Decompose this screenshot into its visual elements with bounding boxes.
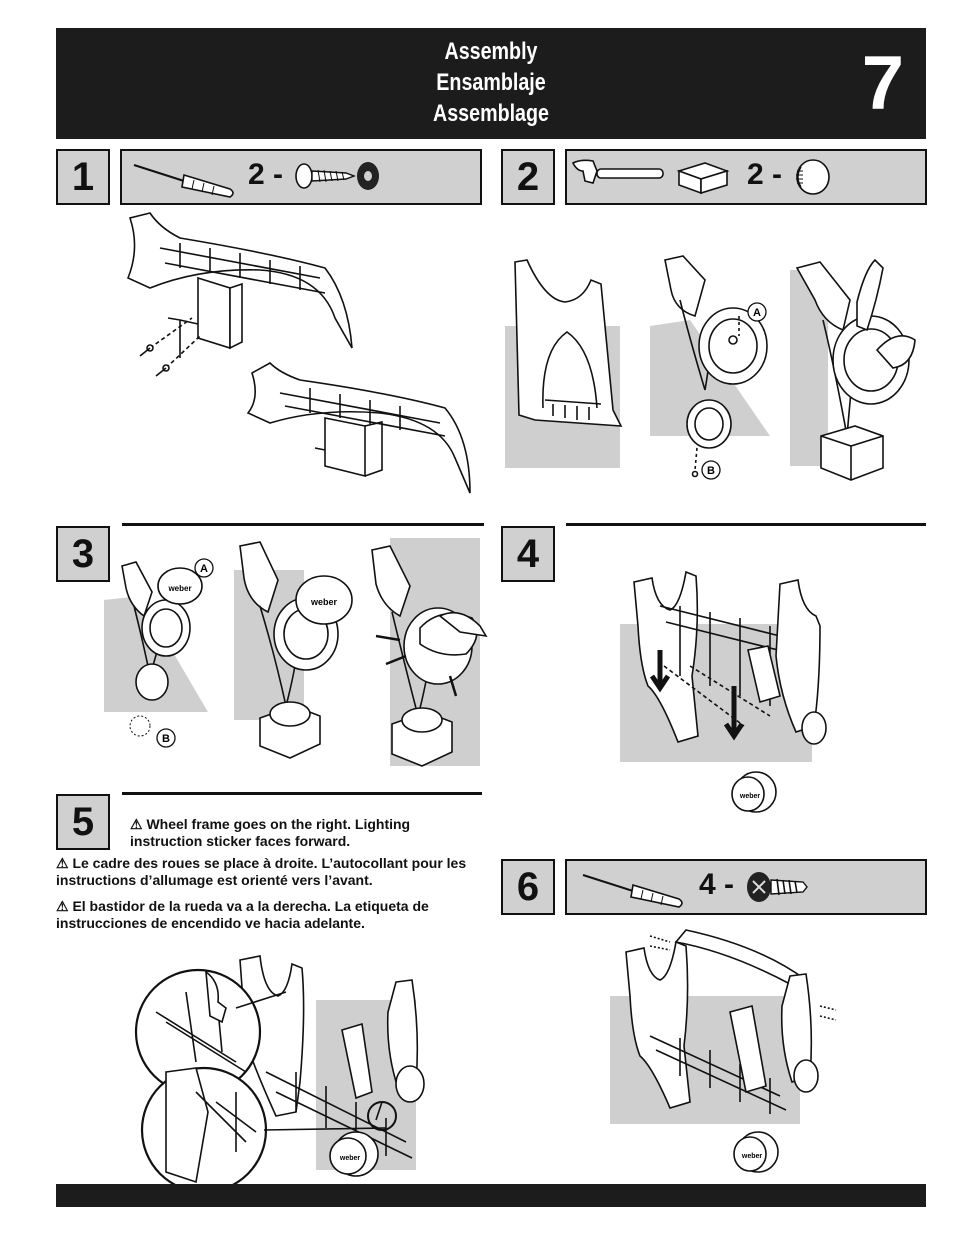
step-1-illustration — [126, 212, 471, 494]
step-1-number: 1 — [56, 149, 110, 205]
screw-icon — [295, 163, 356, 189]
step-5-note-spanish: ⚠ El bastidor de la rueda va a la derech… — [56, 898, 429, 931]
washer-icon — [357, 162, 379, 190]
svg-text:A: A — [200, 563, 208, 575]
step-6-illustration: weber — [610, 929, 837, 1173]
brand-logo: weber — [741, 1153, 763, 1160]
step-5-note-english: ⚠ Wheel frame goes on the right. Lightin… — [130, 816, 411, 849]
step-6-parts-bar: 4 - — [565, 859, 927, 915]
bolt-icon — [747, 872, 808, 902]
step-2-quantity: 2 - — [747, 158, 783, 191]
page-number: 7 — [861, 41, 904, 126]
step-3-rule — [122, 523, 484, 526]
wood-block-icon — [676, 162, 730, 195]
brand-logo: weber — [739, 793, 761, 800]
svg-text:B: B — [707, 465, 715, 477]
title-english: Assembly — [444, 38, 538, 65]
page-header: Assembly Ensamblaje Assemblage 7 — [56, 28, 926, 139]
screwdriver-icon — [582, 874, 683, 908]
step-4-number: 4 — [501, 526, 555, 582]
step-3-number: 3 — [56, 526, 110, 582]
step-3-illustration: weber A B weber — [104, 538, 488, 767]
step-1-parts-bar: 2 - — [120, 149, 482, 205]
step-5-illustration: weber — [134, 955, 425, 1194]
callout-a: A — [194, 558, 214, 578]
screwdriver-icon — [133, 164, 234, 198]
callout-b: B — [701, 460, 721, 480]
page-footer-bar — [56, 1184, 926, 1207]
section-title: Assembly Ensamblaje Assemblage — [405, 36, 577, 129]
step-5-note-french: ⚠ Le cadre des roues se place à droite. … — [56, 855, 467, 888]
brand-logo: weber — [167, 584, 191, 593]
brand-logo: weber — [339, 1155, 361, 1162]
step-1-quantity: 2 - — [248, 158, 284, 191]
step-2-parts-bar: 2 - — [565, 149, 927, 205]
svg-text:A: A — [753, 307, 761, 319]
step-6-quantity: 4 - — [699, 868, 735, 901]
step-5-rule — [122, 792, 482, 795]
hubcap-icon — [796, 159, 830, 195]
hammer-icon — [571, 159, 664, 184]
title-spanish: Ensamblaje — [436, 69, 546, 96]
svg-text:B: B — [162, 733, 170, 745]
step-2-number: 2 — [501, 149, 555, 205]
step-4-rule — [566, 523, 926, 526]
step-4-illustration: weber — [620, 570, 827, 813]
callout-b: B — [156, 728, 176, 748]
callout-a: A — [747, 302, 767, 322]
brand-logo: weber — [310, 597, 338, 607]
step-5-number: 5 — [56, 794, 110, 850]
step-2-illustration: A B — [505, 255, 916, 481]
title-french: Assemblage — [433, 100, 549, 127]
step-6-number: 6 — [501, 859, 555, 915]
